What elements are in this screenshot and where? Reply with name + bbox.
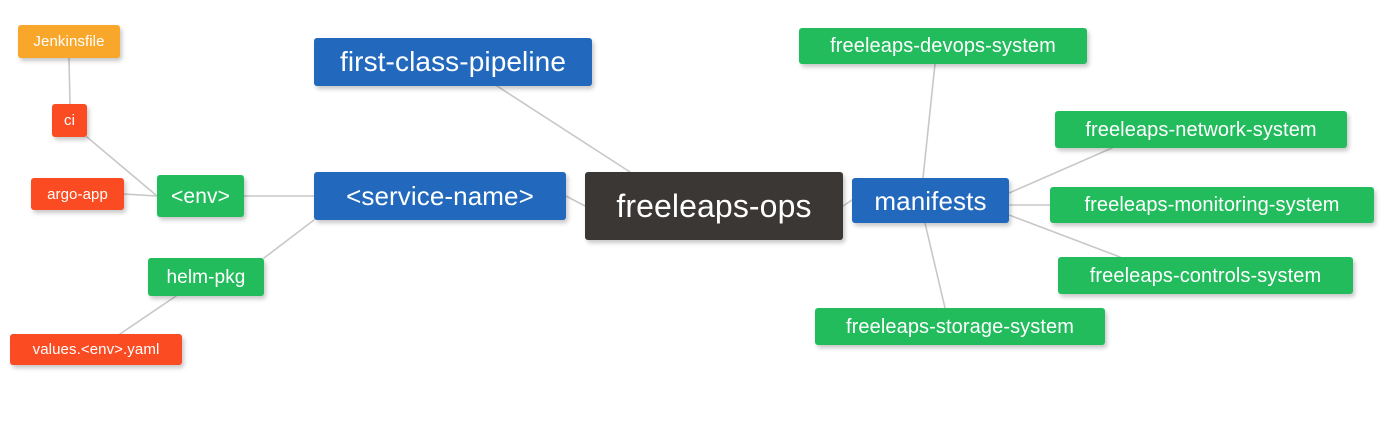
mindmap-node-label-values-env-yaml: values.<env>.yaml [32, 341, 160, 358]
mindmap-node-storage-system[interactable]: freeleaps-storage-system [815, 308, 1105, 345]
mindmap-node-label-service-name: <service-name> [346, 181, 534, 211]
edge-first-class-pipeline-to-freeleaps-ops [496, 85, 631, 173]
mindmap-node-jenkinsfile[interactable]: Jenkinsfile [18, 25, 120, 58]
edge-service-name-to-freeleaps-ops [565, 195, 586, 207]
mindmap-node-values-env-yaml[interactable]: values.<env>.yaml [10, 334, 182, 365]
mindmap-node-freeleaps-ops[interactable]: freeleaps-ops [585, 172, 843, 240]
mindmap-node-label-freeleaps-ops: freeleaps-ops [616, 188, 812, 224]
mindmap-node-first-class-pipeline[interactable]: first-class-pipeline [314, 38, 592, 86]
mindmap-node-label-monitoring-system: freeleaps-monitoring-system [1084, 194, 1340, 216]
edge-argo-app-to-env [123, 193, 158, 197]
edge-jenkinsfile-to-ci [68, 57, 71, 105]
mindmap-node-network-system[interactable]: freeleaps-network-system [1055, 111, 1347, 148]
mindmap-node-label-helm-pkg: helm-pkg [166, 266, 246, 288]
edge-manifests-to-devops-system [922, 63, 936, 179]
mindmap-node-label-argo-app: argo-app [47, 185, 108, 203]
mindmap-node-label-storage-system: freeleaps-storage-system [845, 315, 1075, 338]
mindmap-node-service-name[interactable]: <service-name> [314, 172, 566, 220]
edge-helm-pkg-to-values-env-yaml [119, 295, 177, 335]
edge-service-name-to-helm-pkg [263, 219, 315, 259]
mindmap-node-helm-pkg[interactable]: helm-pkg [148, 258, 264, 296]
mindmap-node-devops-system[interactable]: freeleaps-devops-system [799, 28, 1087, 64]
mindmap-node-monitoring-system[interactable]: freeleaps-monitoring-system [1050, 187, 1374, 223]
mindmap-node-label-controls-system: freeleaps-controls-system [1089, 264, 1322, 287]
edge-manifests-to-storage-system [924, 222, 946, 309]
mindmap-node-label-first-class-pipeline: first-class-pipeline [339, 46, 567, 77]
mindmap-node-label-jenkinsfile: Jenkinsfile [33, 33, 105, 50]
mindmap-node-manifests[interactable]: manifests [852, 178, 1009, 223]
mindmap-node-label-devops-system: freeleaps-devops-system [830, 35, 1056, 57]
mindmap-node-label-env: <env> [171, 184, 230, 208]
mindmap-node-controls-system[interactable]: freeleaps-controls-system [1058, 257, 1353, 294]
mindmap-node-label-network-system: freeleaps-network-system [1085, 118, 1317, 141]
mindmap-node-ci[interactable]: ci [52, 104, 87, 137]
mindmap-node-argo-app[interactable]: argo-app [31, 178, 124, 210]
mindmap-node-env[interactable]: <env> [157, 175, 244, 217]
edge-freeleaps-ops-to-manifests [842, 199, 853, 207]
mindmap-node-label-ci: ci [63, 112, 76, 129]
mindmap-node-label-manifests: manifests [874, 185, 987, 216]
